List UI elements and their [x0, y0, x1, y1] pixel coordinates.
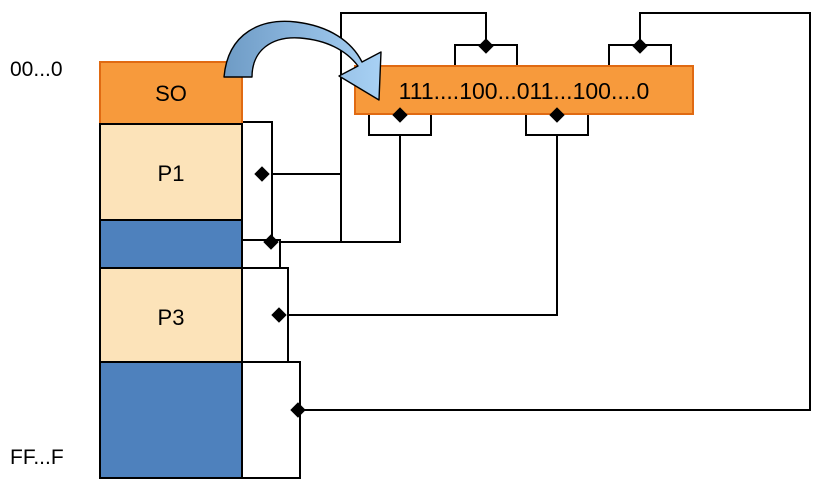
diamond-handle-p1[interactable] [254, 166, 270, 182]
mapping-arrow [223, 20, 382, 101]
handle-box-block5 [239, 361, 301, 479]
memory-block-p1-label: P1 [158, 161, 185, 186]
connector-diamonds [254, 38, 648, 418]
diamond-handle-bracket-bottom-2[interactable] [549, 107, 565, 123]
memory-block-used-1[interactable] [99, 219, 243, 269]
address-label-bottom: FF...F [10, 446, 64, 469]
handle-box-p1 [239, 121, 273, 241]
wire-p3-to-bracket-lower2 [279, 115, 558, 316]
diamond-handle-bracket-top-2[interactable] [632, 38, 648, 54]
bitstring-bar[interactable] [354, 65, 694, 115]
wire-block5-to-bracket2 [298, 12, 811, 411]
diamond-handle-bracket-bottom-1[interactable] [392, 107, 408, 123]
wire-block2-to-rail [271, 174, 342, 243]
diamond-handle-bracket-top-1[interactable] [478, 38, 494, 54]
memory-block-used-2[interactable] [99, 361, 243, 479]
wire-p1-to-bracket1 [340, 12, 487, 174]
diamond-handle-p3[interactable] [271, 307, 287, 323]
memory-block-p3-label: P3 [158, 305, 185, 330]
address-label-top: 00...0 [10, 58, 63, 81]
wire-bracket-lower1-to-rail [341, 115, 401, 243]
diamond-handle-block5[interactable] [290, 402, 306, 418]
memory-block-so-label: SO [155, 81, 187, 106]
diamond-handle-block2[interactable] [263, 234, 279, 250]
bitstring-value: 111....100...011...100....0 [399, 78, 650, 104]
mapping-arrow-shape [223, 20, 382, 101]
